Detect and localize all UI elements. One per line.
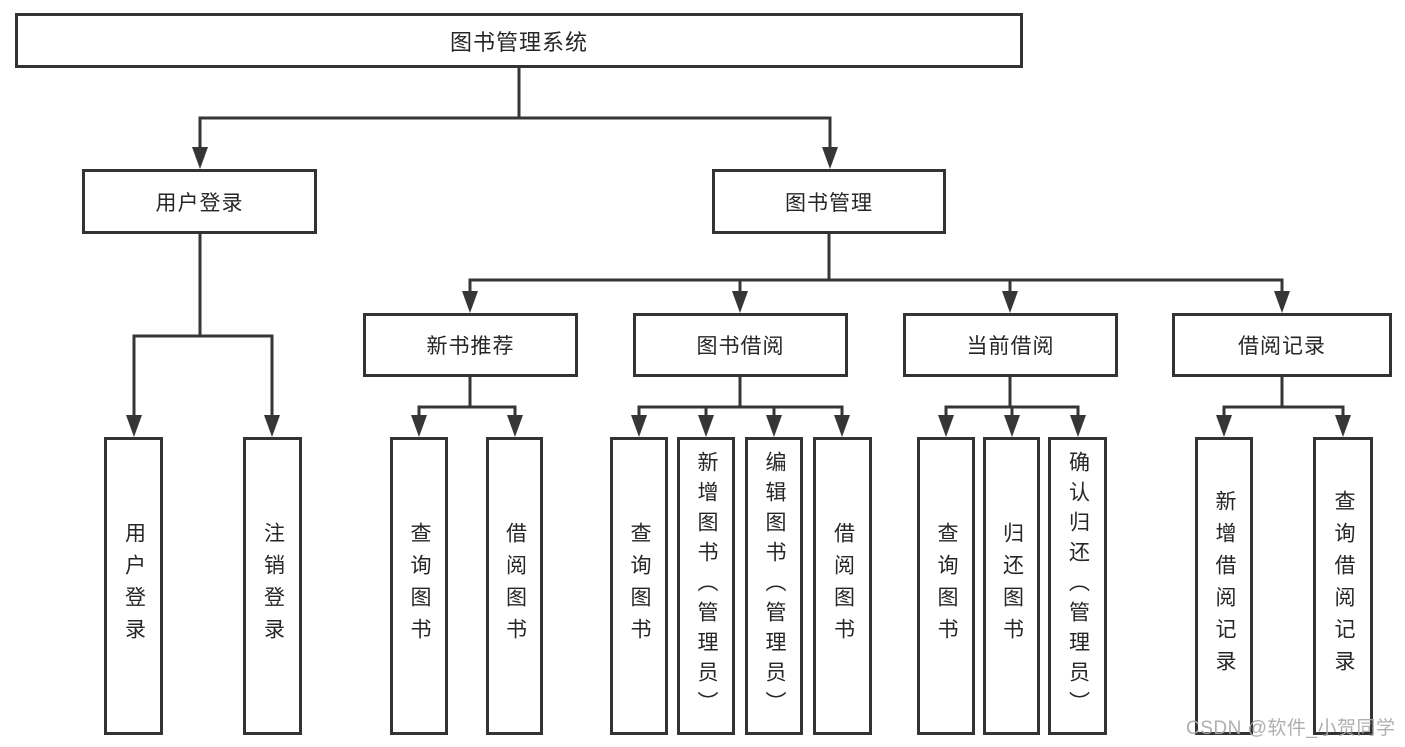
connector-book-management-to-modules	[462, 232, 1290, 313]
node-label: 注销登录	[261, 522, 285, 650]
node-query-books: 查询图书	[390, 437, 448, 735]
node-label: 查询借阅记录	[1332, 490, 1355, 682]
node-label: 用户登录	[122, 522, 146, 650]
node-label: 当前借阅	[966, 335, 1055, 358]
node-add-borrow-record: 新增借阅记录	[1195, 437, 1253, 735]
node-label: 查询图书	[628, 522, 651, 650]
node-label: 新增图书（管理员）	[695, 451, 718, 721]
connector-root-to-branches	[192, 66, 838, 169]
node-query-books: 查询图书	[917, 437, 975, 735]
node-label: 查询图书	[935, 522, 958, 650]
node-label: 查询图书	[408, 522, 431, 650]
connector-book-borrowing-to-leaves	[631, 375, 850, 437]
node-label: 编辑图书（管理员）	[763, 451, 786, 721]
node-confirm-return-admin: 确认归还（管理员）	[1048, 437, 1107, 735]
node-label: 图书管理系统	[449, 29, 588, 55]
node-book-management-system: 图书管理系统	[15, 13, 1023, 68]
node-label: 借阅图书	[831, 522, 855, 650]
node-query-books: 查询图书	[610, 437, 668, 735]
connector-current-borrowing-to-leaves	[938, 375, 1086, 437]
node-label: 借阅记录	[1238, 335, 1326, 358]
node-user-login: 用户登录	[82, 169, 317, 234]
node-book-management: 图书管理	[712, 169, 946, 234]
node-label: 新书推荐	[426, 335, 515, 358]
node-logout: 注销登录	[243, 437, 302, 735]
node-label: 用户登录	[155, 191, 244, 215]
node-label: 图书借阅	[696, 335, 785, 358]
node-new-book-recommendation: 新书推荐	[363, 313, 578, 377]
node-borrowing-records: 借阅记录	[1172, 313, 1392, 377]
node-label: 确认归还（管理员）	[1066, 451, 1090, 721]
node-label: 新增借阅记录	[1213, 490, 1236, 682]
node-book-borrowing: 图书借阅	[633, 313, 848, 377]
connector-user-login-to-leaves	[126, 232, 280, 437]
node-user-login-leaf: 用户登录	[104, 437, 163, 735]
node-edit-books-admin: 编辑图书（管理员）	[745, 437, 803, 735]
node-label: 借阅图书	[503, 522, 527, 650]
node-return-books: 归还图书	[983, 437, 1040, 735]
node-current-borrowing: 当前借阅	[903, 313, 1118, 377]
node-query-borrow-record: 查询借阅记录	[1313, 437, 1373, 735]
connector-new-book-recommendation-to-leaves	[411, 375, 523, 437]
node-borrow-books: 借阅图书	[813, 437, 872, 735]
node-borrow-books: 借阅图书	[486, 437, 543, 735]
node-add-books-admin: 新增图书（管理员）	[677, 437, 735, 735]
connector-borrowing-records-to-leaves	[1216, 375, 1351, 437]
node-label: 图书管理	[785, 191, 873, 215]
csdn-watermark: CSDN @软件_小贺同学	[1186, 718, 1396, 739]
node-label: 归还图书	[1000, 522, 1024, 650]
